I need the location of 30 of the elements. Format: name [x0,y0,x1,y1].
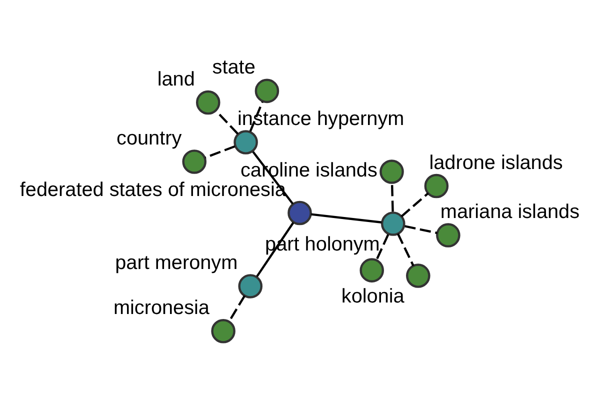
node-circle [380,160,404,184]
node-circle [406,264,430,288]
connector [249,101,264,132]
node-label: part meronym [115,252,238,274]
node-circle [380,212,406,236]
node-label: instance hypernym [238,108,404,130]
node-circle [360,258,384,282]
node-label: micronesia [113,296,210,319]
node-circle [424,174,449,198]
node-circle [196,90,220,115]
node-label: kolonia [341,286,404,308]
node-circle [436,223,460,248]
node-label: mariana islands [440,201,580,224]
node-circle [234,130,258,154]
node-circle [254,78,280,104]
node-circle [211,318,236,344]
connector [375,234,390,261]
node-circle [238,274,262,298]
connector [400,192,429,218]
node-circle [182,150,206,174]
connector [396,233,414,266]
node-label: land [157,68,195,90]
node-label: country [116,128,182,150]
node-circle [288,200,312,226]
connector [390,183,394,212]
connector [404,225,438,234]
node-label: ladrone islands [429,152,563,174]
node-label: state [212,56,256,79]
connector [311,213,382,224]
connector [204,145,236,159]
